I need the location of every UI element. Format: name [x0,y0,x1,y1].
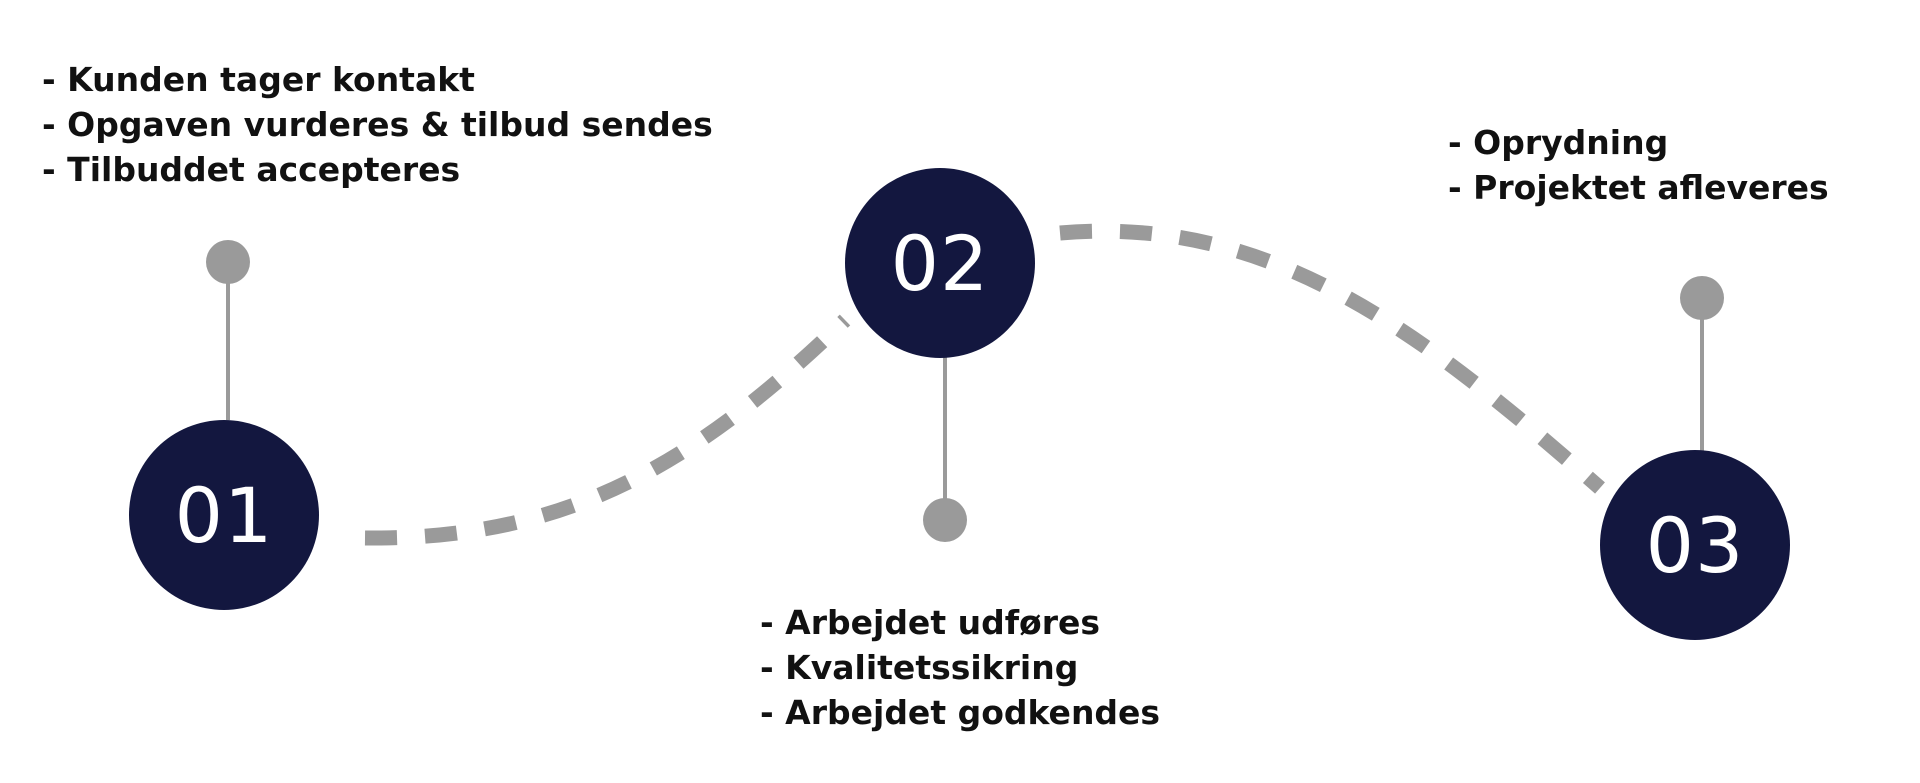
step-list-03: - Oprydning - Projektet afleveres [1448,120,1829,210]
pin-dot-01 [206,240,250,284]
pin-dot-03 [1680,276,1724,320]
step-badge-03: 03 [1600,450,1790,640]
step-badge-01: 01 [129,420,319,610]
step-01-item-3: - Tilbuddet accepteres [42,150,461,189]
step-02-item-3: - Arbejdet godkendes [760,693,1161,732]
step-list-01: - Kunden tager kontakt - Opgaven vurdere… [42,57,713,192]
step-02-item-1: - Arbejdet udføres [760,603,1101,642]
pin-dot-02 [923,498,967,542]
step-03-item-2: - Projektet afleveres [1448,168,1829,207]
step-01-item-2: - Opgaven vurderes & tilbud sendes [42,105,713,144]
dashed-path-2-3 [1059,223,1605,494]
step-badge-02: 02 [845,168,1035,358]
step-03-item-1: - Oprydning [1448,123,1669,162]
step-01-item-1: - Kunden tager kontakt [42,60,475,99]
step-02-item-2: - Kvalitetssikring [760,648,1079,687]
step-list-02: - Arbejdet udføres - Kvalitetssikring - … [760,600,1160,735]
dashed-path-1-2 [364,314,851,546]
